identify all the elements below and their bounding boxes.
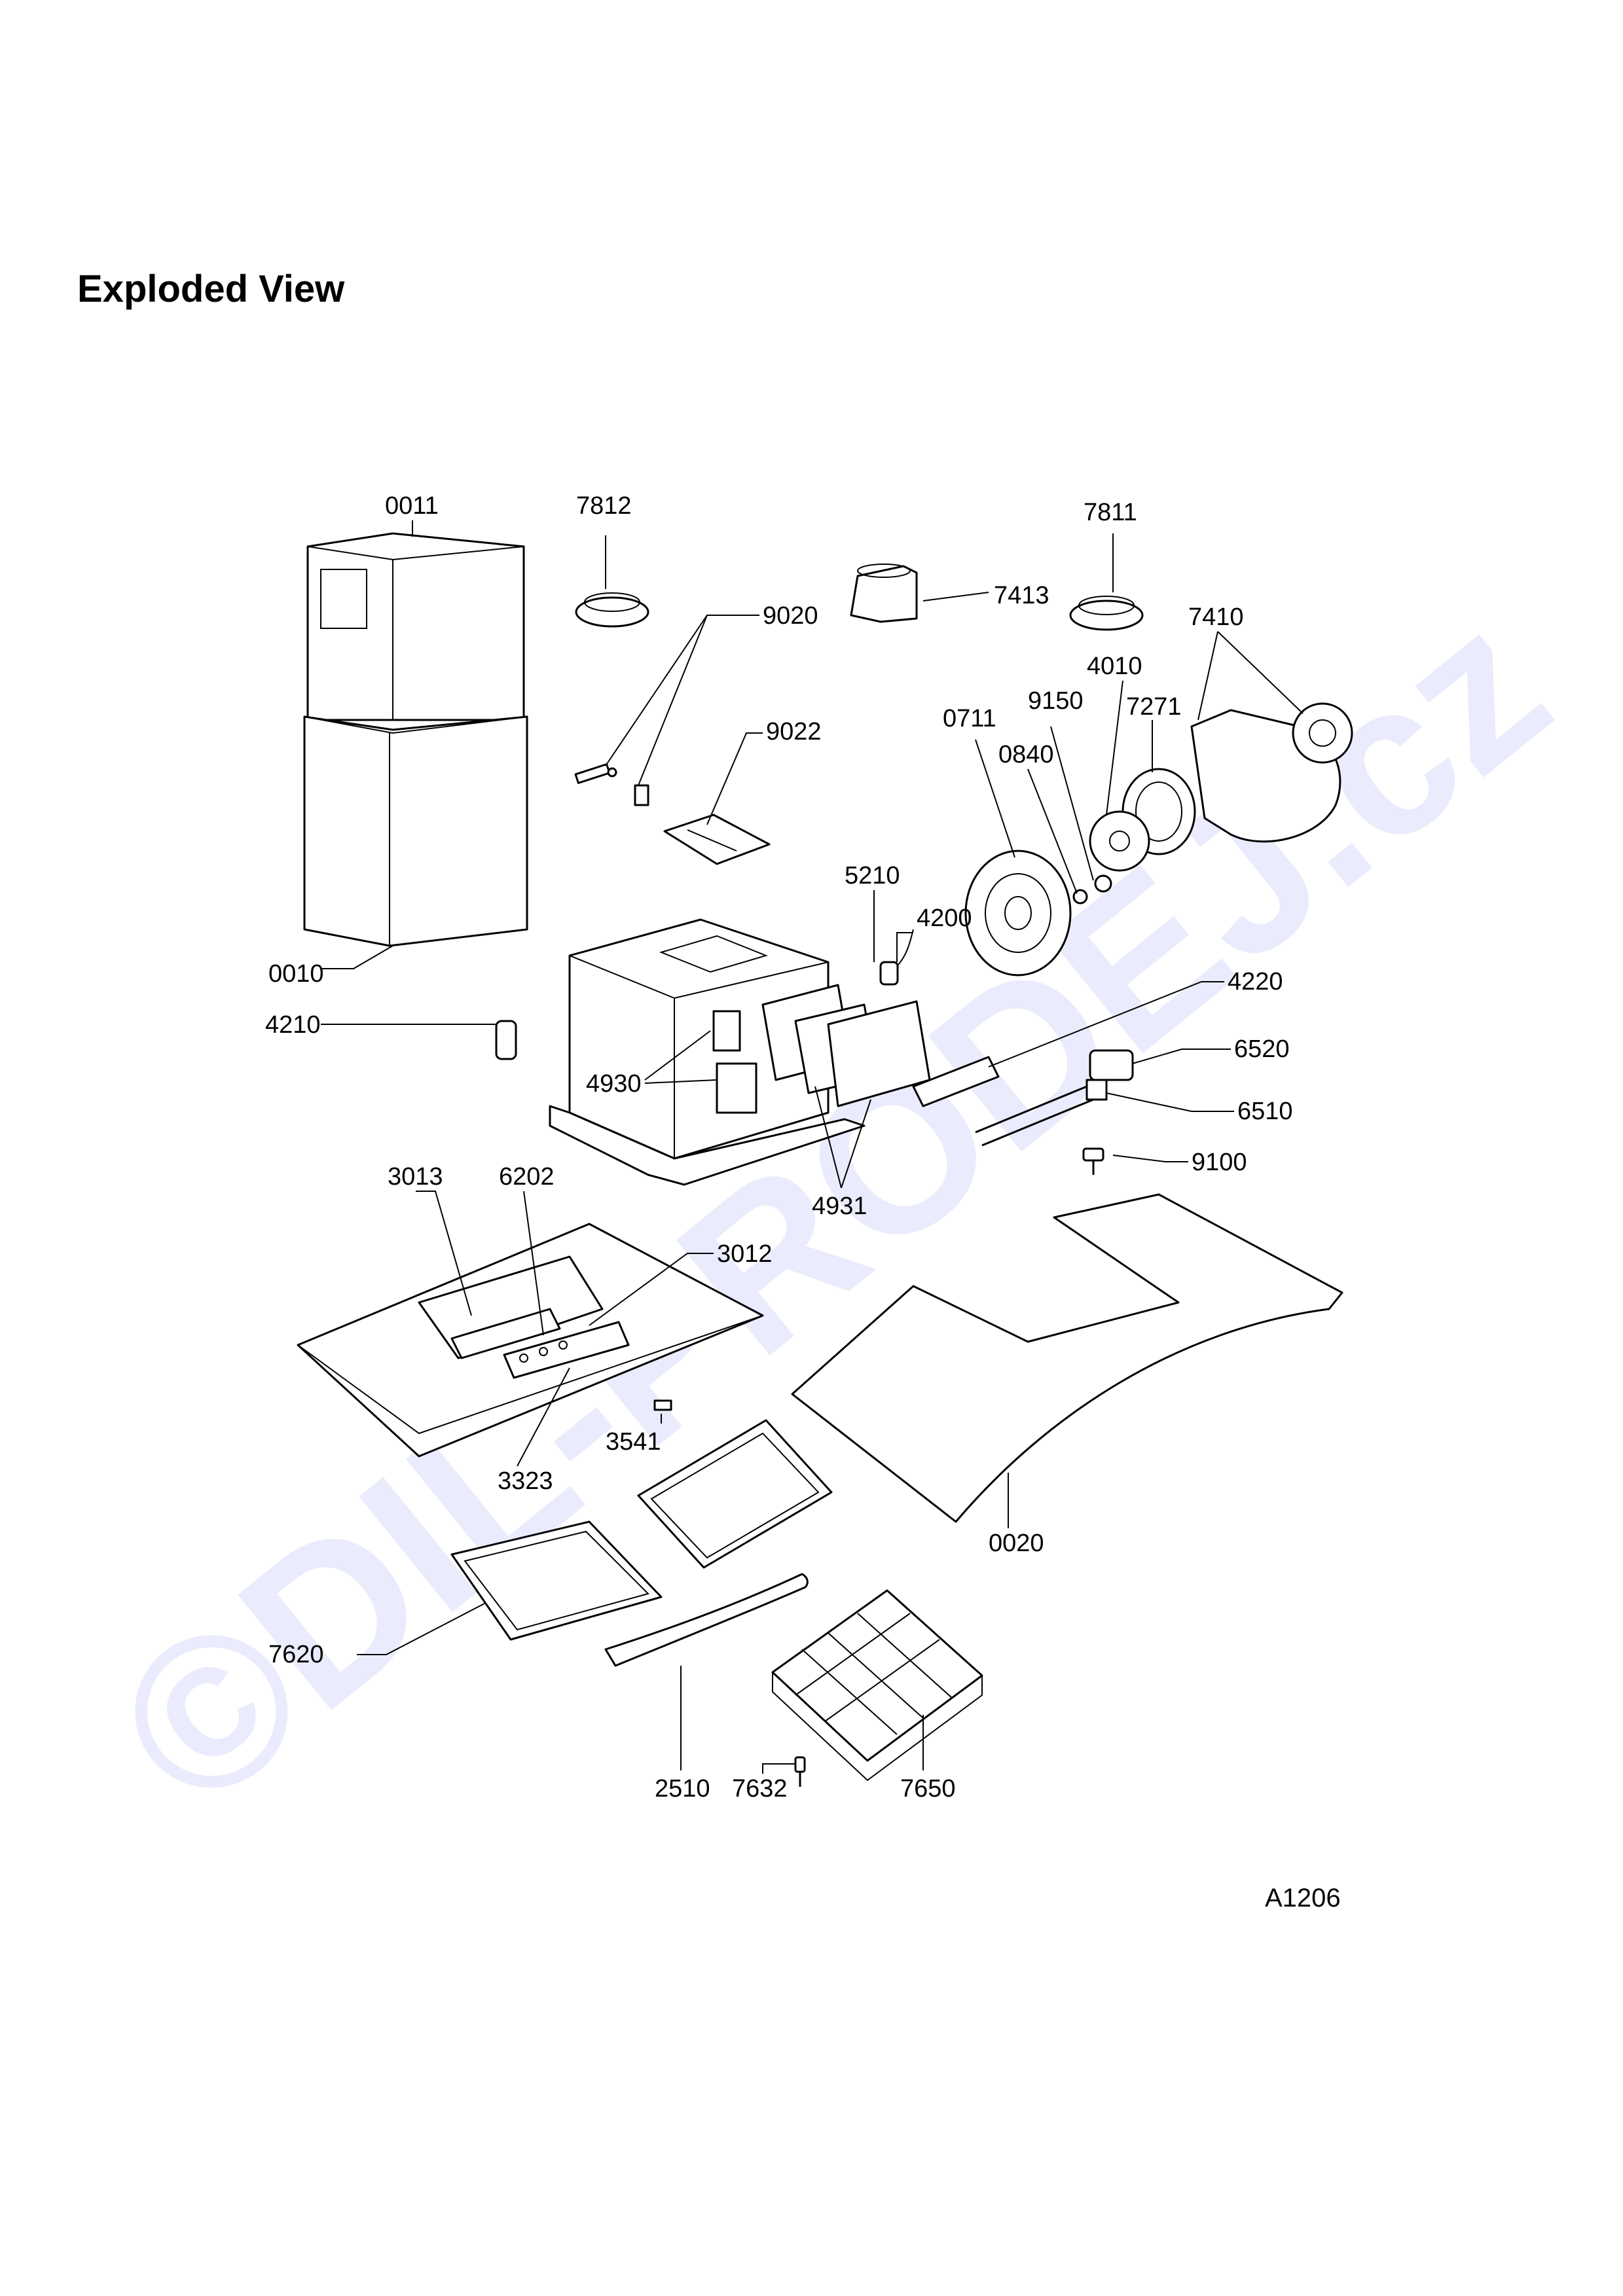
label-4010: 4010: [1087, 653, 1142, 680]
label-3012: 3012: [717, 1240, 773, 1268]
part-7632-screw: [794, 1756, 806, 1787]
part-0010-lower-chimney: [303, 715, 528, 947]
part-filter-middle: [637, 1419, 833, 1569]
part-labels: 0011 7812 7811 7413 9020 7410 4010 9150 …: [265, 492, 1293, 1803]
part-0020-glass-canopy: [791, 1193, 1343, 1523]
label-7632: 7632: [732, 1775, 788, 1803]
label-0840: 0840: [998, 741, 1054, 768]
part-4010-motor: [1089, 810, 1150, 872]
label-7271: 7271: [1126, 693, 1182, 721]
part-9100-screw: [1082, 1147, 1104, 1175]
label-5210: 5210: [845, 862, 900, 889]
label-0011: 0011: [385, 492, 439, 520]
label-4930: 4930: [586, 1070, 642, 1098]
label-3013: 3013: [388, 1163, 443, 1191]
part-9020-fixings: [574, 763, 649, 806]
part-hood-body: [297, 1223, 764, 1458]
part-4220-connector: [912, 1056, 1000, 1107]
part-7620-filter-left: [450, 1520, 663, 1641]
part-7413-deflector: [850, 564, 918, 623]
part-4931-boards: [761, 984, 931, 1107]
part-7811-ring: [1069, 596, 1144, 631]
label-3323: 3323: [498, 1467, 553, 1495]
part-0711-inlet-grill: [964, 850, 1072, 977]
part-0011-upper-chimney: [306, 532, 525, 721]
part-4930-boxes: [712, 1010, 757, 1114]
label-4200: 4200: [917, 905, 972, 932]
page-title: Exploded View: [77, 268, 345, 310]
label-0711: 0711: [943, 705, 996, 732]
label-3541: 3541: [606, 1428, 661, 1456]
label-9022: 9022: [766, 718, 822, 745]
part-6510-lamp: [975, 1079, 1108, 1147]
label-7410: 7410: [1188, 603, 1244, 631]
label-4220: 4220: [1228, 968, 1283, 996]
label-7811: 7811: [1084, 499, 1137, 526]
label-7620: 7620: [268, 1641, 324, 1668]
label-9100: 9100: [1192, 1149, 1247, 1176]
label-6510: 6510: [1237, 1098, 1293, 1125]
part-7812-ring: [575, 592, 649, 628]
part-7650-carbon-filter: [771, 1589, 983, 1782]
drawing-reference: A1206: [1265, 1884, 1341, 1912]
part-2510-handle: [604, 1573, 809, 1667]
leader-lines: [321, 520, 1304, 1774]
label-6202: 6202: [499, 1163, 555, 1191]
label-9150: 9150: [1028, 687, 1084, 715]
part-4210-cylinder: [495, 1020, 517, 1060]
part-7410-blower-housing: [1190, 702, 1353, 843]
label-7812: 7812: [576, 492, 632, 520]
label-0020: 0020: [989, 1530, 1044, 1557]
label-6520: 6520: [1234, 1035, 1290, 1063]
label-7413: 7413: [994, 582, 1049, 609]
label-9020: 9020: [763, 602, 818, 630]
label-4210: 4210: [265, 1011, 321, 1039]
part-9022-bracket: [663, 814, 771, 865]
label-0010: 0010: [268, 960, 324, 988]
label-7650: 7650: [900, 1775, 956, 1803]
part-6520-lamp-holder: [1089, 1049, 1134, 1081]
label-4931: 4931: [812, 1193, 867, 1220]
label-2510: 2510: [655, 1775, 710, 1803]
